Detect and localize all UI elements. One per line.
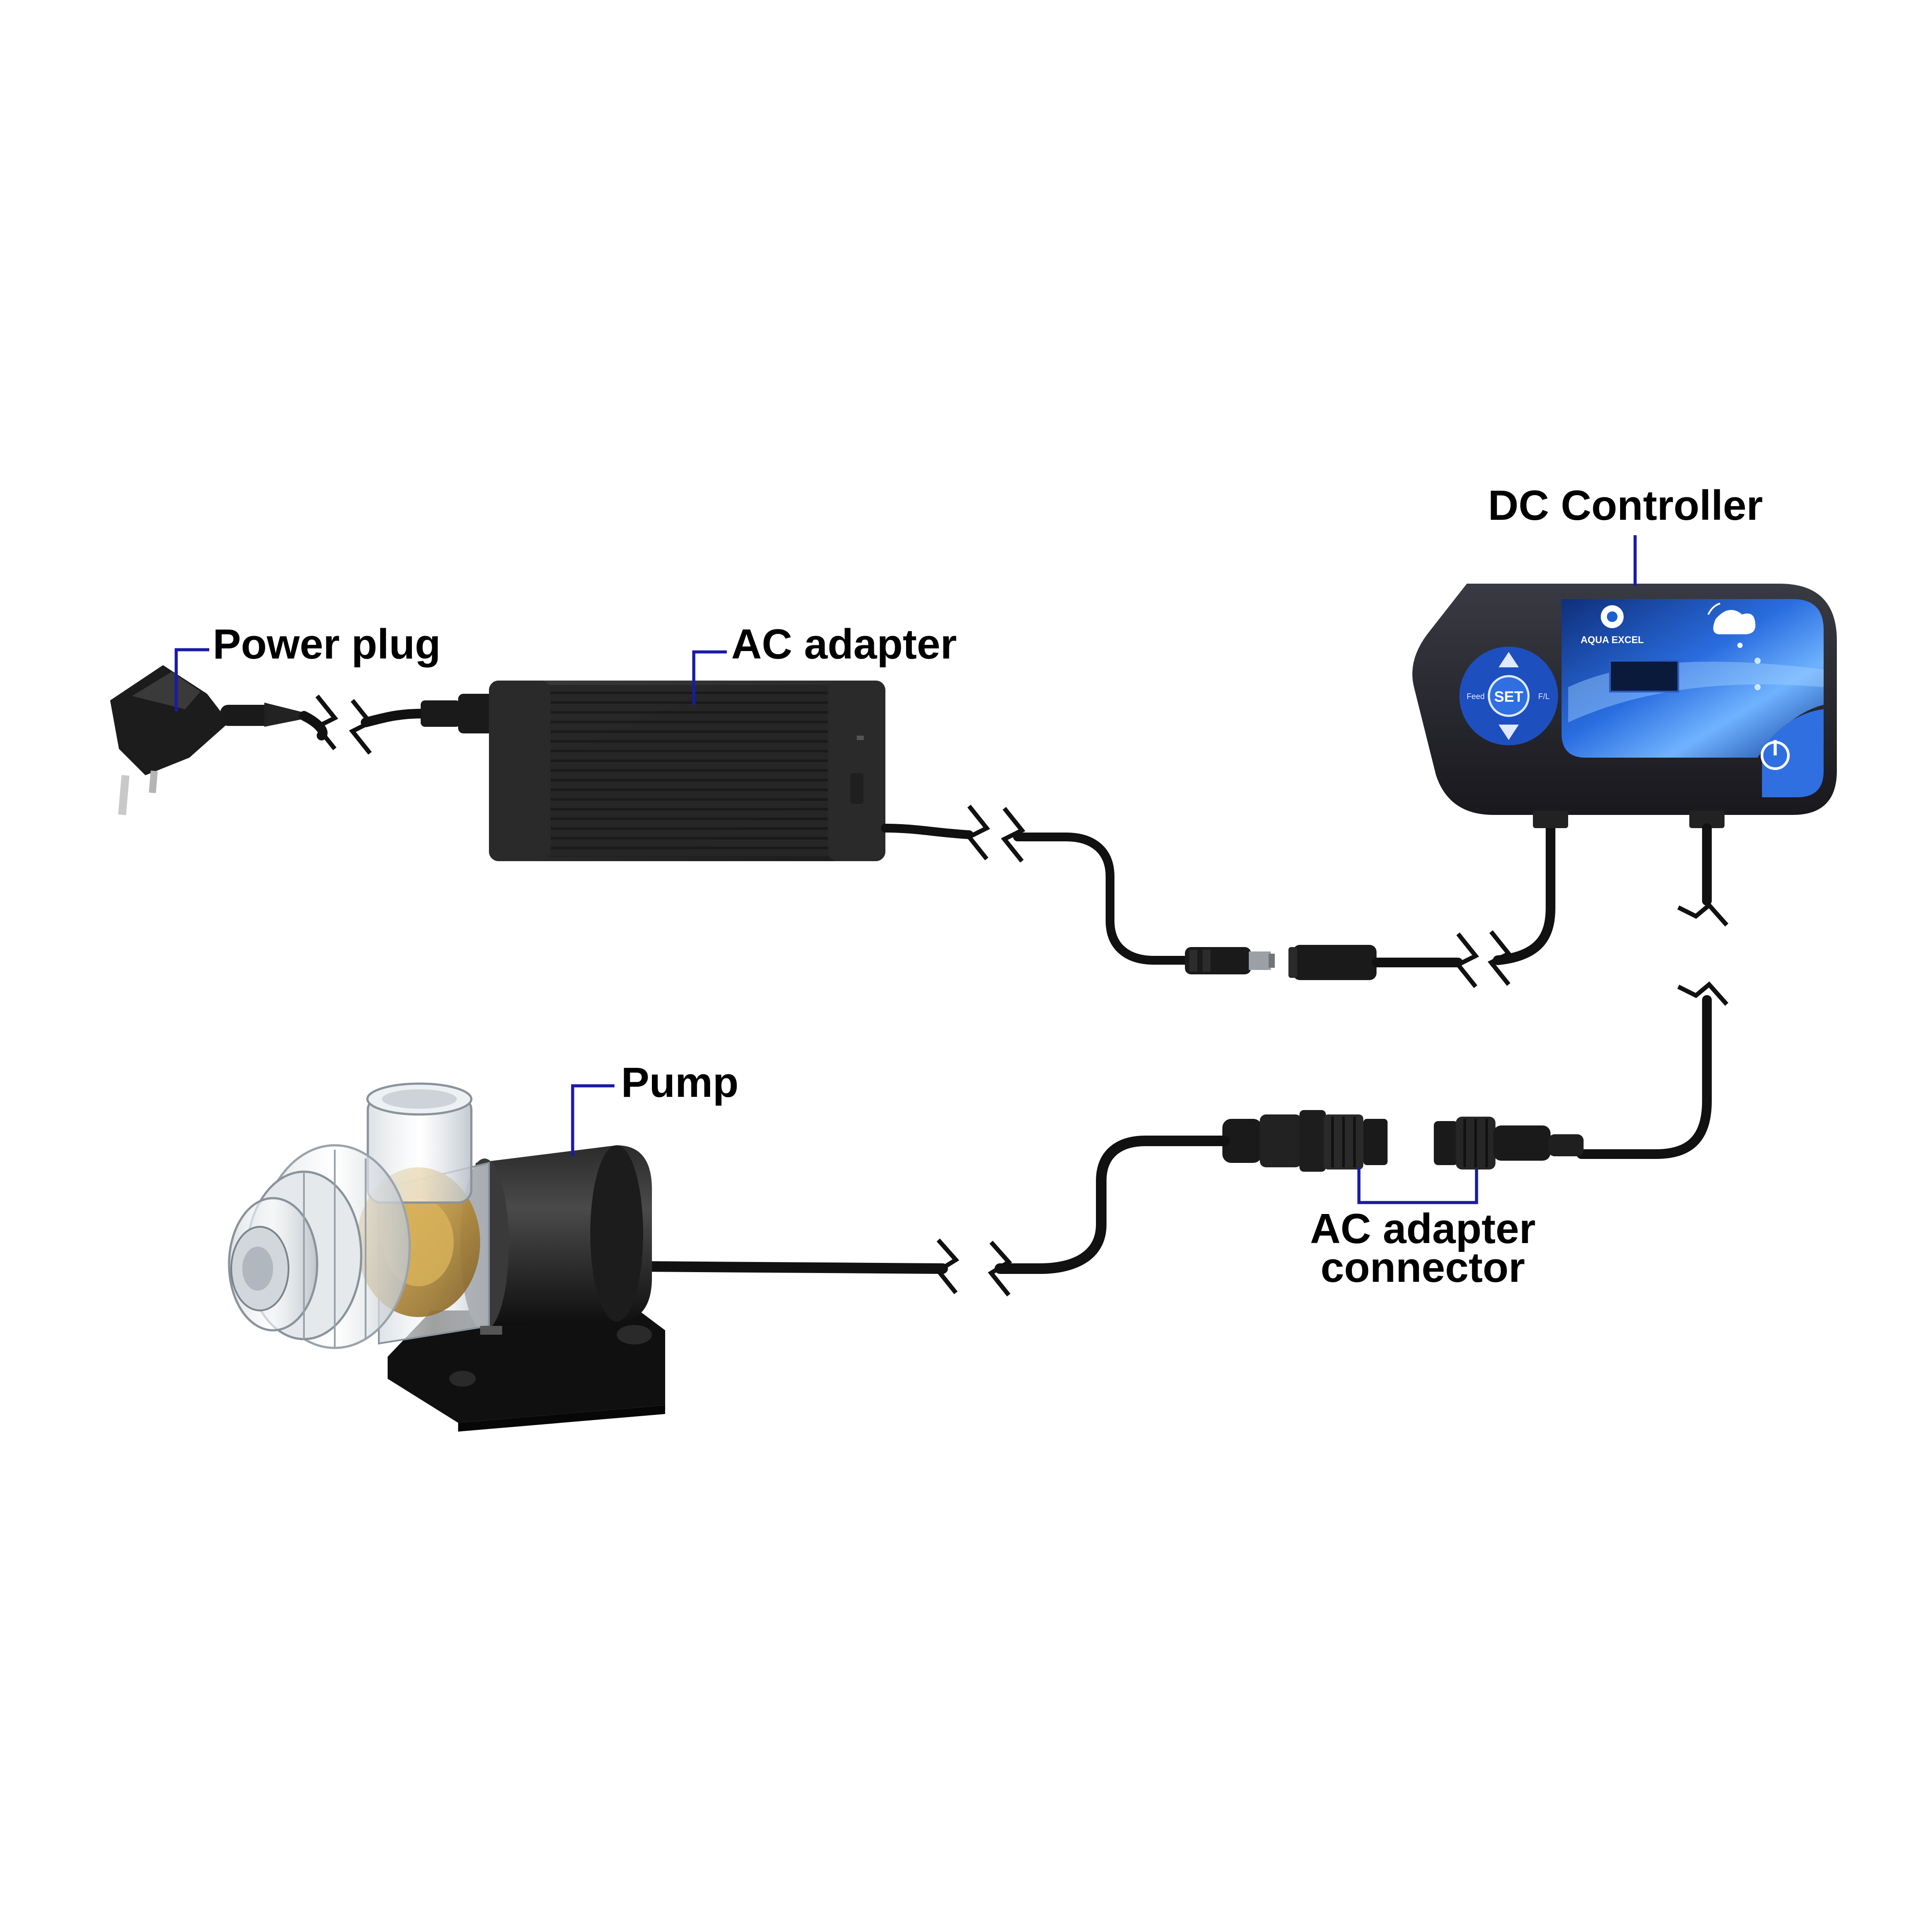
- controller-pump-cable: [1577, 823, 1728, 1159]
- set-button[interactable]: [1488, 675, 1530, 717]
- controller-brand: AQUA EXCEL: [1580, 634, 1643, 645]
- indicator-light: [1754, 658, 1761, 664]
- break-mark-icon: [314, 694, 374, 755]
- ac-adapter-output-cable: [881, 804, 1275, 974]
- ac-adapter-connector: [1222, 1110, 1584, 1172]
- label-power-plug: Power plug: [174, 621, 440, 711]
- label-ac-adapter-connector: AC adapter connector: [1310, 1167, 1536, 1291]
- connector-right-half: [1434, 1117, 1584, 1170]
- controller-port: [1689, 811, 1725, 828]
- dc-male-plug: [1185, 947, 1275, 974]
- wifi-cloud-icon: [1707, 603, 1755, 648]
- label-pump: Pump: [571, 1059, 739, 1156]
- break-mark-icon: [966, 804, 1025, 863]
- power-plug-cable: [299, 694, 428, 755]
- power-icon[interactable]: [1761, 740, 1790, 770]
- dc-female-plug-cable: [1288, 823, 1555, 988]
- ac-adapter: [421, 681, 885, 861]
- ac-adapter-connector-label-line2: connector: [1321, 1244, 1525, 1291]
- fl-button-label: F/L: [1538, 692, 1550, 701]
- break-mark-icon: [1455, 930, 1512, 988]
- set-button-label: SET: [1494, 688, 1523, 705]
- pump: [228, 1082, 665, 1432]
- arrow-down-icon[interactable]: [1499, 725, 1519, 740]
- break-mark-icon: [1677, 902, 1728, 1006]
- dc-controller-label: DC Controller: [1488, 482, 1763, 529]
- controller-port: [1533, 811, 1568, 828]
- ac-adapter-connector-label-line1: AC adapter: [1310, 1205, 1536, 1252]
- label-dc-controller: DC Controller: [1488, 482, 1763, 586]
- power-plug: [110, 665, 308, 815]
- feed-button-label: Feed: [1466, 692, 1484, 701]
- dc-controller: AQUA EXCEL SET Feed F/L: [1412, 584, 1837, 828]
- connector-left-half: [1222, 1110, 1388, 1172]
- power-plug-label: Power plug: [213, 621, 440, 668]
- pump-label: Pump: [621, 1059, 739, 1106]
- controller-display: [1609, 660, 1679, 692]
- indicator-light: [1754, 684, 1761, 690]
- ac-adapter-label: AC adapter: [731, 621, 957, 668]
- label-ac-adapter: AC adapter: [692, 621, 957, 705]
- pump-cable: [633, 1136, 1230, 1297]
- arrow-up-icon[interactable]: [1499, 652, 1519, 667]
